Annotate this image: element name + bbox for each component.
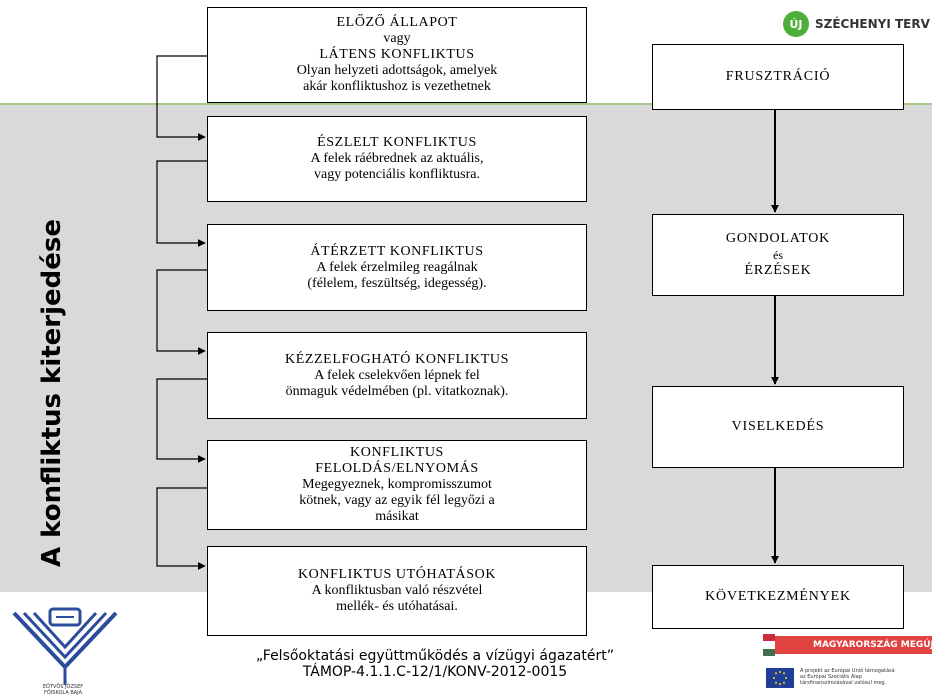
box-felt-desc-1: A felek érzelmileg reagálnak: [316, 259, 478, 275]
box-aftermath-title: KONFLIKTUS UTÓHATÁSOK: [297, 567, 497, 582]
footer-line-2: TÁMOP-4.1.1.C-12/1/KONV-2012-0015: [302, 664, 568, 680]
ejf-logo: [6, 605, 124, 697]
box-thoughts-and: és: [773, 248, 783, 262]
box-aftermath-desc-1: A konfliktusban való részvétel: [311, 583, 483, 598]
box-felt-desc-2: (félelem, feszültség, idegesség).: [307, 275, 487, 291]
box-feelings-label: ÉRZÉSEK: [744, 263, 812, 278]
ejf-emblem-icon: [12, 607, 118, 685]
box-resolution-desc-1: Megegyeznek, kompromisszumot: [302, 477, 492, 492]
box-resolution-desc-2: kötnek, vagy az egyik fél legyőzi a: [299, 493, 495, 508]
box-resolution-title-2: FELOLDÁS/ELNYOMÁS: [315, 461, 479, 476]
box-consequences: KÖVETKEZMÉNYEK: [652, 565, 904, 629]
eu-support-line-2: az Európai Szociális Alap: [800, 674, 862, 680]
box-perceived-desc-2: vagy potenciális konfliktusra.: [313, 167, 481, 182]
box-felt-title: ÁTÉRZETT KONFLIKTUS: [310, 243, 484, 259]
szechenyi-badge: ÚJ: [783, 11, 809, 37]
box-behavior: VISELKEDÉS: [652, 386, 904, 468]
eu-support-line-1: A projekt az Európai Unió támogatásá: [800, 668, 895, 674]
box-previous-state-subtitle: LÁTENS KONFLIKTUS: [319, 47, 475, 62]
connector-2: [156, 160, 207, 247]
box-resolution-desc-3: másikat: [375, 509, 419, 524]
hungarian-flag-red: [763, 634, 775, 641]
szechenyi-logo-text: SZÉCHENYI TERV: [815, 17, 930, 31]
connector-1: [156, 55, 207, 141]
box-frustration-label: FRUSZTRÁCIÓ: [725, 69, 831, 84]
box-perceived-desc-1: A felek ráébrednek az aktuális,: [310, 151, 484, 166]
box-thoughts-label: GONDOLATOK: [725, 231, 831, 246]
box-perceived-title: ÉSZLELT KONFLIKTUS: [317, 135, 477, 150]
footer: „Felsőoktatási együttműködés a vízügyi á…: [205, 648, 665, 680]
box-thoughts-feelings: GONDOLATOK és ÉRZÉSEK: [652, 214, 904, 296]
box-frustration: FRUSZTRÁCIÓ: [652, 44, 904, 110]
szechenyi-terv-logo: ÚJ SZÉCHENYI TERV: [783, 11, 930, 37]
box-manifest-desc-2: önmaguk védelmében (pl. vitatkoznak).: [285, 383, 509, 399]
box-behavior-label: VISELKEDÉS: [731, 419, 825, 434]
box-resolution: KONFLIKTUS FELOLDÁS/ELNYOMÁS Megegyeznek…: [207, 440, 587, 530]
magyarorszag-megujul-banner: MAGYARORSZÁG MEGÚJUL: [763, 634, 932, 656]
box-previous-state-or: vagy: [383, 31, 411, 46]
hungarian-flag-green: [763, 649, 775, 656]
green-divider-line: [0, 103, 932, 105]
box-previous-state-desc-1: Olyan helyzeti adottságok, amelyek: [296, 63, 498, 78]
box-aftermath-desc-2: mellék- és utóhatásai.: [336, 599, 458, 614]
box-aftermath: KONFLIKTUS UTÓHATÁSOK A konfliktusban va…: [207, 546, 587, 636]
box-manifest-conflict: KÉZZELFOGHATÓ KONFLIKTUS A felek cselekv…: [207, 332, 587, 419]
box-previous-state-desc-2: akár konfliktushoz is vezethetnek: [303, 79, 491, 94]
footer-line-1: „Felsőoktatási együttműködés a vízügyi á…: [256, 648, 614, 664]
eu-flag-icon: [766, 668, 794, 688]
hungarian-flag-white: [763, 641, 775, 649]
connector-4: [156, 378, 207, 463]
eu-support-line-3: társfinanszírozásával valósul meg.: [800, 680, 887, 686]
box-manifest-desc-1: A felek cselekvően lépnek fel: [314, 367, 480, 383]
ejf-caption: EÖTVÖS JÓZSEF FŐISKOLA BAJA: [30, 684, 96, 696]
connector-3: [156, 269, 207, 355]
box-perceived-conflict: ÉSZLELT KONFLIKTUS A felek ráébrednek az…: [207, 116, 587, 202]
box-felt-conflict: ÁTÉRZETT KONFLIKTUS A felek érzelmileg r…: [207, 224, 587, 311]
box-resolution-title-1: KONFLIKTUS: [350, 445, 444, 460]
mm-banner-text: MAGYARORSZÁG MEGÚJUL: [775, 636, 932, 654]
box-manifest-title: KÉZZELFOGHATÓ KONFLIKTUS: [285, 351, 509, 367]
box-previous-state-title: ELŐZŐ ÁLLAPOT: [336, 15, 458, 30]
ejf-caption-line-1: EÖTVÖS JÓZSEF: [42, 684, 84, 690]
box-previous-state: ELŐZŐ ÁLLAPOT vagy LÁTENS KONFLIKTUS Oly…: [207, 7, 587, 103]
box-consequences-label: KÖVETKEZMÉNYEK: [705, 589, 851, 604]
eu-support-text: A projekt az Európai Unió támogatásá az …: [800, 668, 932, 686]
ejf-caption-line-2: FŐISKOLA BAJA: [44, 690, 82, 696]
eu-stars-icon: [773, 671, 787, 685]
connector-5: [156, 487, 207, 570]
